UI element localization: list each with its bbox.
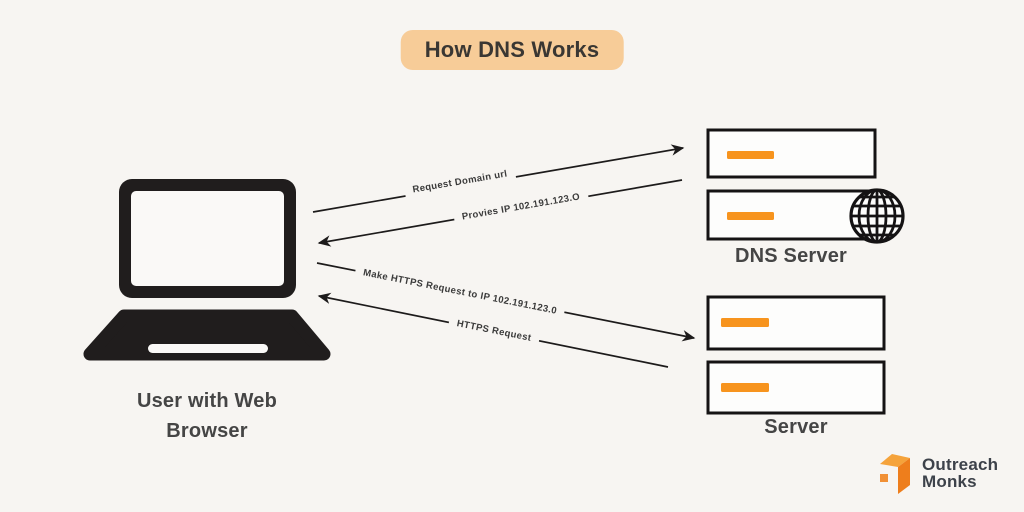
dns-server-stack-icon (706, 128, 905, 244)
user-node-label: User with Web Browser (136, 390, 278, 442)
laptop-icon (83, 179, 331, 361)
logo-wordmark: Outreach Monks (922, 456, 998, 490)
globe-icon (849, 188, 905, 244)
cube-icon (877, 452, 913, 494)
page-title: How DNS Works (400, 30, 624, 70)
dns-server-node-label: DNS Server (734, 245, 848, 267)
server-stack-icon (706, 295, 886, 415)
logo-line2: Monks (922, 472, 977, 491)
logo-line1: Outreach (922, 455, 999, 474)
server-node-label: Server (764, 416, 828, 438)
outreach-monks-logo: Outreach Monks (877, 452, 998, 494)
